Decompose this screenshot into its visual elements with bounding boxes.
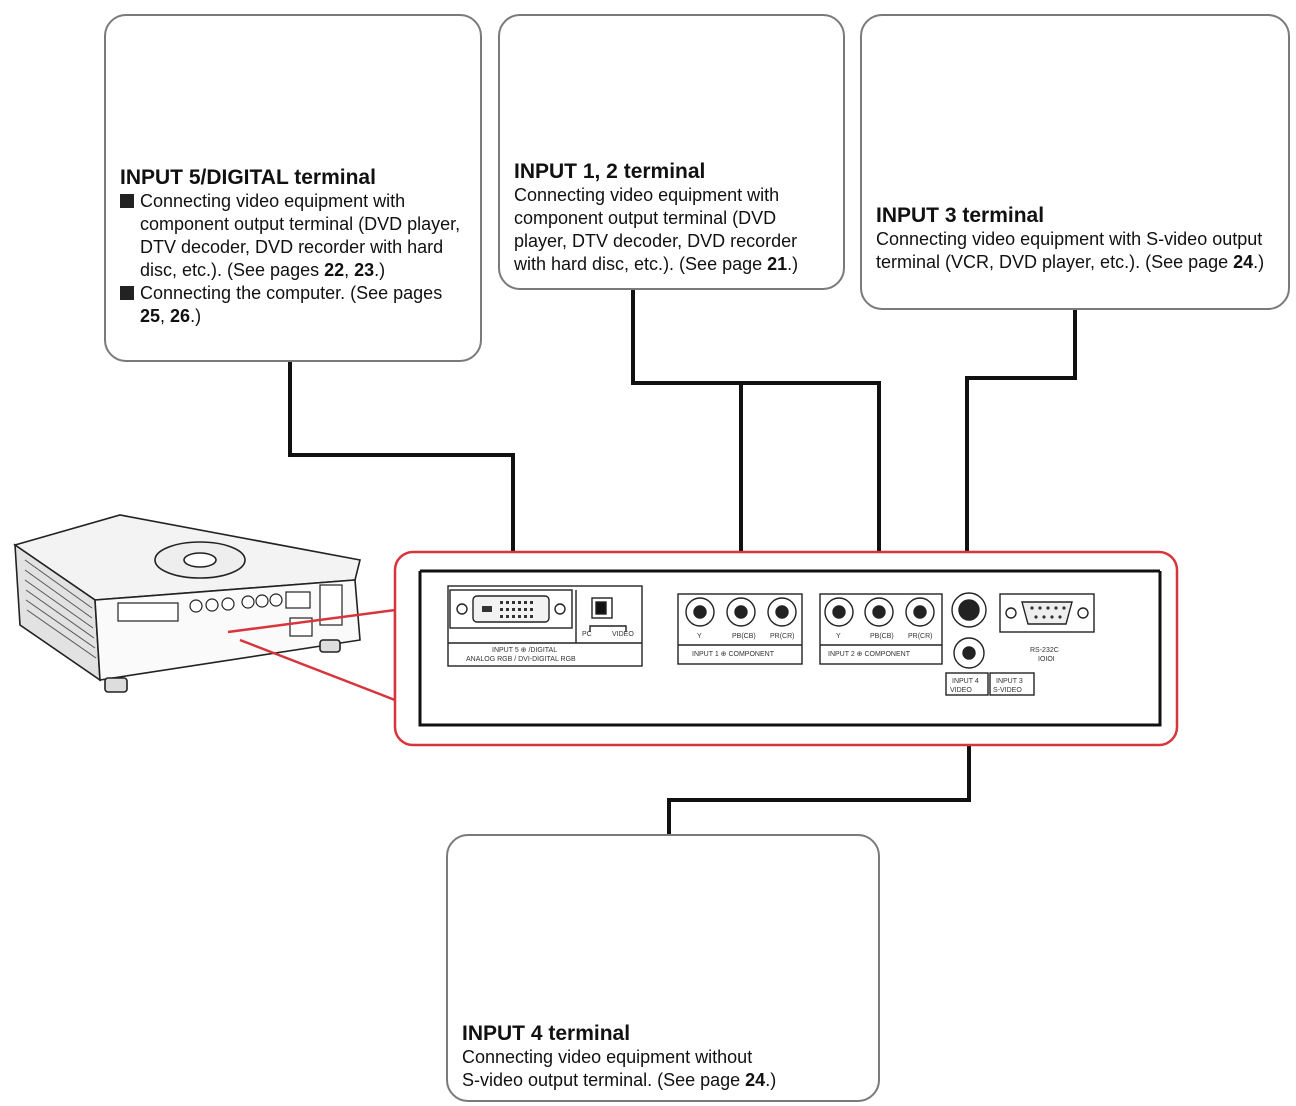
- cable-input5: [288, 362, 515, 595]
- input5-label-line1: INPUT 5 ⊕ /DIGITAL: [492, 647, 557, 654]
- input4-title: INPUT 4 terminal: [462, 1022, 631, 1045]
- input4-label-line1: INPUT 4: [952, 678, 979, 685]
- switch-video-label: VIDEO: [612, 631, 634, 638]
- rs232c-connector: [999, 593, 1095, 633]
- input3-label-line1: INPUT 3: [996, 678, 1023, 685]
- input3-title: INPUT 3 terminal: [876, 204, 1045, 227]
- input1-component-jacks: [677, 593, 803, 665]
- dvi-connector: [447, 585, 643, 667]
- input2-jack-pr: PR(CR): [908, 633, 933, 640]
- cable-input12: [631, 290, 881, 595]
- input2-jack-y: Y: [836, 633, 841, 640]
- svideo-video-jacks: [945, 592, 1035, 696]
- input4-label-line2: VIDEO: [950, 687, 972, 694]
- panel-input1-2: INPUT 1, 2 terminal Connecting video equ…: [498, 14, 845, 290]
- pc-video-switch: [589, 597, 627, 632]
- input1-jack-pb: PB(CB): [732, 633, 756, 640]
- input3-label-line2: S-VIDEO: [993, 687, 1022, 694]
- panel-input4: INPUT 4 terminal Connecting video equipm…: [446, 834, 880, 1102]
- input2-jack-pb: PB(CB): [870, 633, 894, 640]
- switch-pc-label: PC: [582, 631, 592, 638]
- input2-label: INPUT 2 ⊕ COMPONENT: [828, 651, 911, 658]
- input1-jack-pr: PR(CR): [770, 633, 795, 640]
- input1-jack-y: Y: [697, 633, 702, 640]
- input1-label: INPUT 1 ⊕ COMPONENT: [692, 651, 775, 658]
- input2-component-jacks: [819, 593, 943, 665]
- input5-bullet-component: Connecting video equipment with componen…: [120, 190, 470, 282]
- input12-title: INPUT 1, 2 terminal: [514, 160, 706, 183]
- input4-description-line1: Connecting video equipment without: [462, 1047, 753, 1067]
- input12-description: Connecting video equipment with componen…: [514, 185, 799, 274]
- panel-input5-digital: INPUT 5/DIGITAL terminal Connecting vide…: [104, 14, 482, 362]
- cable-input3: [965, 310, 1077, 595]
- panel-input3: INPUT 3 terminal Connecting video equipm…: [860, 14, 1290, 310]
- input4-description-line2: S-video output terminal. (See page 24.): [462, 1070, 777, 1090]
- input5-title: INPUT 5/DIGITAL terminal: [120, 166, 376, 189]
- rs232c-symbol: IOIOI: [1038, 656, 1055, 663]
- input3-description: Connecting video equipment with S-video …: [876, 229, 1265, 272]
- rs232c-label: RS-232C: [1030, 647, 1059, 654]
- input5-label-line2: ANALOG RGB / DVI-DIGITAL RGB: [466, 656, 576, 663]
- input5-bullet-computer: Connecting the computer. (See pages 25, …: [120, 282, 470, 328]
